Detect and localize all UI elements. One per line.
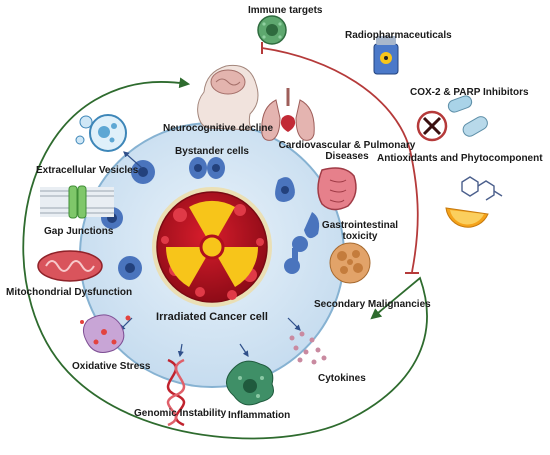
gastrointestinal-label-line1: Gastrointestinal	[321, 220, 399, 231]
mitochondrial-dysfunction-label: Mitochondrial Dysfunction	[6, 287, 133, 298]
orange-slice-icon	[445, 207, 489, 228]
inflammation-label: Inflammation	[228, 410, 291, 421]
tumor-icon	[329, 242, 371, 284]
bystander-cell-3	[275, 177, 295, 202]
cardio-pulmonary-label-line2: Diseases	[325, 151, 369, 162]
pills-icon	[447, 95, 488, 137]
center-cell-label: Irradiated Cancer cell	[156, 311, 268, 323]
radiopharmaceuticals-label: Radiopharmaceuticals	[345, 30, 452, 41]
mitochondria-icon	[37, 250, 103, 282]
bystander-cell-7	[284, 236, 308, 274]
bystander-label: Bystander cells	[175, 146, 249, 157]
extracellular-vesicles-icon	[75, 114, 127, 152]
extracellular-vesicles-label: Extracellular Vesicles	[36, 165, 139, 176]
bystander-cell-2	[189, 157, 225, 179]
inflammation-icon	[226, 360, 274, 406]
brain-head-icon	[197, 64, 259, 131]
outer-cycle-arrow-right	[351, 276, 428, 419]
cytokines-icon	[289, 331, 327, 365]
neurocognitive-decline-label: Neurocognitive decline	[163, 123, 274, 134]
cardio-pulmonary-label-line1: Cardiovascular & Pulmonary	[278, 140, 416, 151]
bystander-cell-5	[304, 212, 320, 239]
bystander-cell-1	[131, 160, 155, 184]
bystander-cell-6	[118, 256, 142, 280]
cytokines-label: Cytokines	[318, 373, 366, 384]
gap-junctions-label: Gap Junctions	[44, 226, 114, 237]
gastrointestinal-label-line2: toxicity	[342, 231, 378, 242]
oxidative-stress-label: Oxidative Stress	[72, 361, 151, 372]
blocked-icon	[416, 110, 448, 142]
radiopharmaceutical-vial-icon	[373, 36, 399, 75]
gap-junctions-icon	[40, 185, 114, 219]
oxidative-stress-icon	[80, 314, 131, 353]
immune-targets-label: Immune targets	[248, 5, 323, 16]
radiation-trefoil-icon	[165, 200, 259, 287]
genomic-instability-label: Genomic Instability	[134, 408, 227, 419]
outer-cycle-arrow-left	[22, 77, 353, 440]
dna-helix-icon	[166, 358, 186, 427]
immune-cell-icon	[257, 15, 287, 45]
intestine-icon	[317, 167, 357, 211]
secondary-malignancies-label: Secondary Malignancies	[314, 299, 431, 310]
antioxidant-molecule-icon	[461, 176, 503, 201]
lungs-heart-icon	[261, 88, 315, 141]
cox2-parp-label: COX-2 & PARP Inhibitors	[410, 87, 529, 98]
antioxidants-label: Antioxidants and Phytocomponent	[377, 153, 543, 164]
inhibition-line	[261, 47, 419, 273]
